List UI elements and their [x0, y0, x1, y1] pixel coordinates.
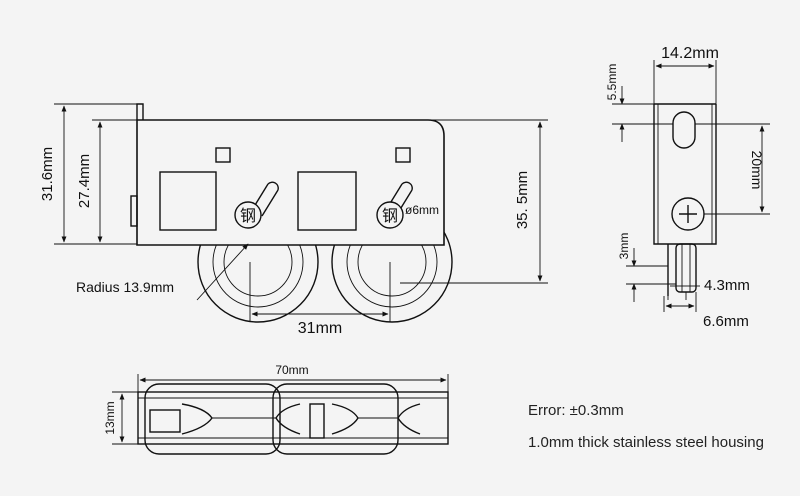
svg-text:35. 5mm: 35. 5mm [514, 171, 531, 229]
right-window [297, 171, 357, 231]
material-note: 1.0mm thick stainless steel housing [528, 434, 764, 451]
front-view: 钢 钢 ø6mm 31.6mm 27.4mm 35. 5mm [39, 103, 548, 337]
dim-hole-spacing: 20mm [695, 123, 770, 215]
svg-text:13mm: 13mm [103, 401, 117, 434]
dim-slot-offset: 5.5mm [605, 64, 673, 142]
dim-height-inner: 27.4mm [76, 119, 137, 243]
right-pin-mark: 钢 [382, 207, 398, 225]
right-pin [376, 201, 404, 229]
bottom-view: 70mm 13mm [103, 363, 449, 455]
dim-height-outer: 31.6mm [39, 103, 137, 245]
svg-text:4.3mm: 4.3mm [704, 277, 750, 294]
dim-wheel-width: 4.3mm [667, 277, 750, 300]
bottom-housing [137, 391, 449, 445]
side-slot [672, 111, 696, 149]
dim-bottom-height: 3mm [617, 233, 676, 302]
svg-text:Radius 13.9mm: Radius 13.9mm [76, 279, 174, 295]
left-pin [234, 201, 262, 229]
tolerance-note: Error: ±0.3mm [528, 402, 624, 419]
dim-flange-width: 6.6mm [663, 292, 749, 330]
dim-height: 13mm [103, 391, 138, 445]
radius-leader: Radius 13.9mm [76, 243, 249, 301]
side-view: 14.2mm 5.5mm 20mm 3mm [605, 45, 770, 330]
dim-height-total: 35. 5mm [400, 119, 548, 284]
svg-text:31.6mm: 31.6mm [39, 147, 56, 201]
svg-text:20mm: 20mm [749, 151, 765, 190]
dim-side-width: 14.2mm [653, 45, 719, 104]
dim-length: 70mm [137, 363, 449, 392]
svg-text:14.2mm: 14.2mm [661, 45, 719, 62]
left-window [159, 171, 217, 231]
svg-text:5.5mm: 5.5mm [605, 64, 619, 101]
housing-plate [136, 119, 445, 246]
svg-text:6.6mm: 6.6mm [703, 313, 749, 330]
svg-text:27.4mm: 27.4mm [76, 154, 93, 208]
svg-text:31mm: 31mm [298, 320, 342, 337]
left-pin-mark: 钢 [240, 207, 256, 225]
svg-text:3mm: 3mm [617, 233, 631, 260]
svg-text:70mm: 70mm [275, 363, 308, 377]
pin-diameter-label: ø6mm [405, 203, 439, 217]
dim-wheel-spacing: 31mm [249, 262, 391, 337]
side-housing [653, 104, 717, 245]
